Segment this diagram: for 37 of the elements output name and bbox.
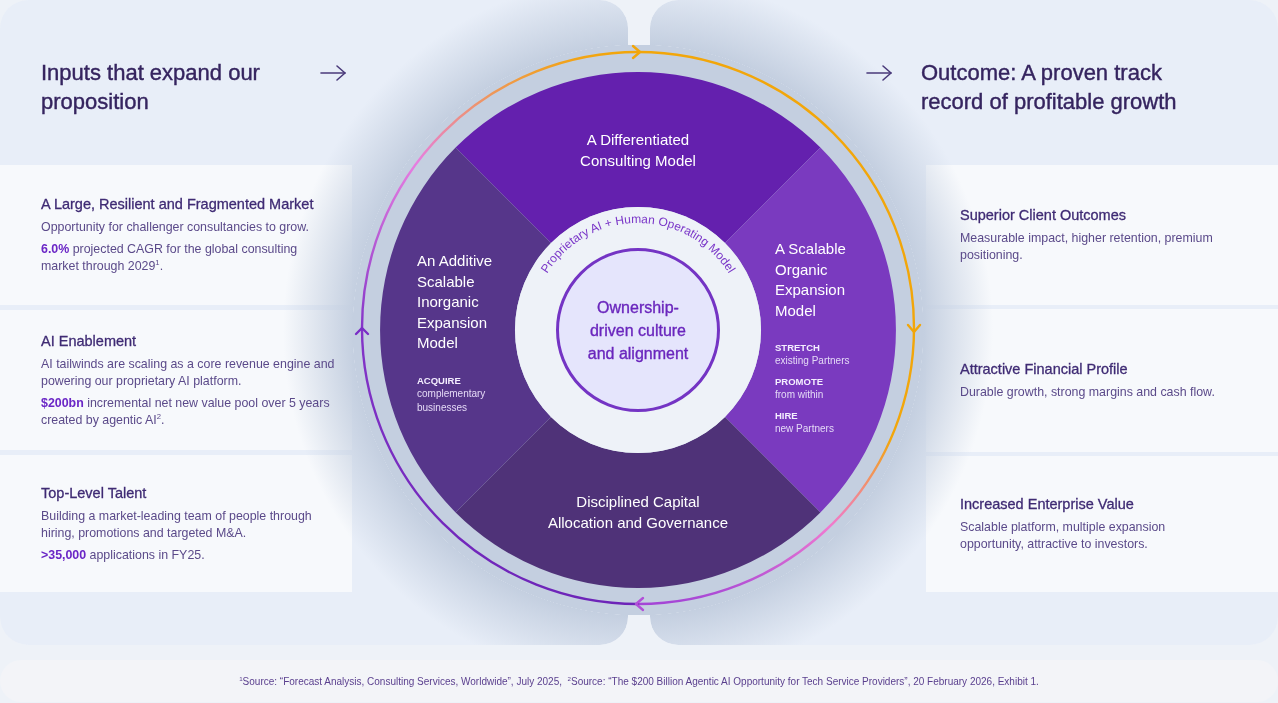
card-text: Opportunity for challenger consultancies to grow. (41, 219, 310, 236)
segment-keyword: HIRE (775, 409, 799, 422)
card-text: Measurable impact, higher retention, premium positioning. (960, 230, 1214, 264)
segment-title: Disciplined Capital Allocation and Governance (546, 492, 730, 533)
segment-text: complementary businesses (417, 386, 487, 415)
info-card (926, 309, 1278, 452)
segment-keyword: STRETCH (775, 341, 821, 354)
segment-text: from within (775, 388, 825, 402)
card-text: >35,000 applications in FY25. (41, 546, 206, 564)
segment-title: An Additive Scalable Inorganic Expansion Model (417, 251, 494, 353)
info-card (926, 456, 1278, 592)
card-text: $200bn incremental net new value pool over 5 years created by agentic AI$^{2}$. (41, 394, 331, 429)
segment-text: new Partners (775, 422, 835, 436)
segment-text: existing Partners (775, 354, 851, 368)
info-card (0, 455, 352, 592)
segment-keyword: PROMOTE (775, 375, 825, 388)
core-label: Ownership-driven culture and alignment (586, 297, 690, 364)
info-card (0, 165, 352, 305)
card-text: AI tailwinds are scaling as a core revenue engine and powering our proprietary AI platform. (41, 355, 336, 390)
card-text: Scalable platform, multiple expansion opportunity, attractive to investors. (960, 519, 1167, 553)
card-heading: Increased Enterprise Value (960, 495, 1135, 514)
card-text: 6.0% projected CAGR for the global consulting market through 2029$^{1}$. (41, 241, 299, 275)
panel-heading: Outcome: A proven track record of profitable growth (921, 59, 1178, 116)
info-card (926, 165, 1278, 305)
footnote: $^{1}$Source: “Forecast Analysis, Consulting Services, Worldwide”, July 2025, $^{2}$Source: “The $200 Billion Agentic AI Opportunity for Tech Service Providers”, 20 February 2026, Exhibit 1. (239, 675, 1039, 687)
info-card (0, 310, 352, 450)
card-heading: AI Enablement (41, 331, 138, 351)
card-heading: Superior Client Outcomes (960, 206, 1127, 225)
segment-keyword: ACQUIRE (417, 373, 462, 387)
segment-title: A Differentiated Consulting Model (579, 130, 697, 171)
card-text: Building a market-leading team of people through hiring, promotions and targeted M&A. (41, 507, 313, 542)
panel-heading: Inputs that expand our proposition (41, 59, 261, 116)
card-heading: Top-Level Talent (41, 483, 148, 503)
card-text: Durable growth, strong margins and cash flow. (960, 384, 1216, 401)
card-heading: A Large, Resilient and Fragmented Market (41, 195, 315, 214)
card-heading: Attractive Financial Profile (960, 360, 1129, 379)
segment-title: A Scalable Organic Expansion Model (775, 239, 847, 321)
